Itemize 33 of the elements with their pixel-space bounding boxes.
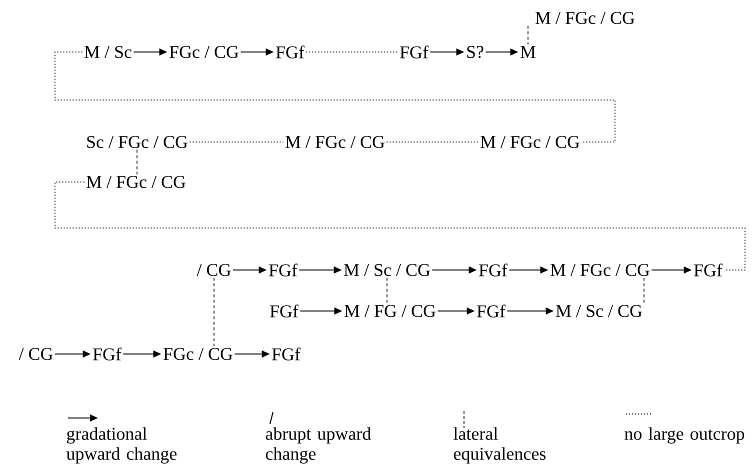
facies-label: M / FGc / CG [86,176,186,188]
facies-label: FGf [270,304,298,318]
facies-label: FGf [93,348,122,360]
facies-label: FGf [694,264,722,276]
facies-label: M / FG / CG [344,304,436,318]
legend-label: no large outcrop [624,427,744,444]
facies-label: FGf [269,264,298,276]
facies-label: FGc / CG [170,46,238,58]
dotted-connector [54,52,616,142]
facies-label: FGc / CG [164,348,232,360]
dotted-connector [54,182,746,270]
facies-label: FGf [477,304,506,318]
facies-label: / CG [18,348,53,360]
facies-label: M / FGc / CG [480,136,580,148]
facies-label: FGf [276,46,304,58]
facies-label: M / Sc / CG [556,304,642,318]
facies-label: M / Sc [84,46,132,58]
facies-label: M / Sc / CG [344,264,430,276]
facies-label: FGf [400,46,428,58]
facies-label: S? [467,46,484,58]
legend-label: abrupt upward change [266,427,371,464]
facies-label: M / FGc / CG [550,264,650,276]
facies-label: M / FGc / CG [286,136,384,148]
facies-label: M / FGc / CG [536,12,634,24]
dashed-connector [386,277,388,304]
facies-label: Sc / FGc / CG [87,136,188,148]
legend-label: lateral equivalences [454,427,546,464]
dashed-connector [136,149,138,175]
facies-label: M [520,46,536,58]
legend-label: gradational upward change [66,427,177,464]
facies-label: FGf [479,264,508,276]
facies-label: FGf [272,348,300,360]
facies-label: / CG [196,264,231,276]
